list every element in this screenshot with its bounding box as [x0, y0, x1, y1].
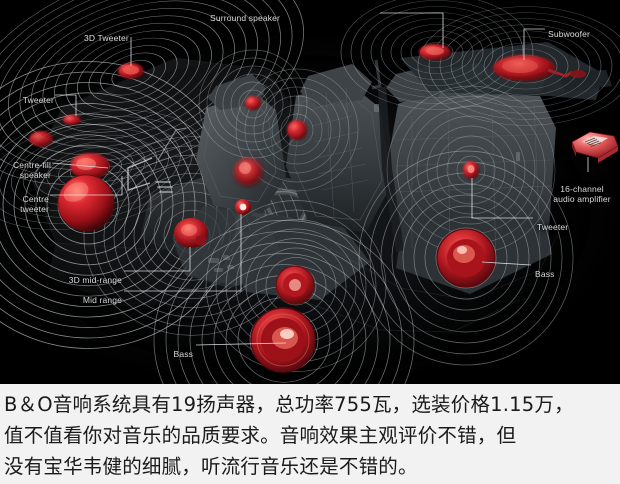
- speaker-mid-range: [235, 199, 251, 215]
- amplifier-module: [571, 131, 619, 163]
- speaker-group: [29, 44, 586, 373]
- leader-tweeter-rear: [471, 178, 533, 219]
- car-audio-diagram: Surround speaker Subwoofer 3D Tweeter Tw…: [0, 0, 620, 384]
- callout-centre-fill-speaker-label: Centre-fill speaker: [12, 160, 51, 180]
- leader-tweeter-left: [55, 94, 77, 116]
- callout-3d-tweeter: 3D Tweeter: [84, 23, 129, 43]
- leader-centre-tweeter: [50, 176, 123, 196]
- speaker-centre-tweeter: [57, 174, 115, 232]
- callout-bass-rear-label: Bass: [535, 269, 555, 279]
- callout-centre-tweeter: Centre tweeter: [0, 184, 49, 214]
- leader-mid-range: [124, 214, 242, 292]
- caption-block: B＆O音响系统具有19扬声器，总功率755瓦，选装价格1.15万， 值不值看你对…: [0, 384, 620, 484]
- front-seats: [172, 64, 392, 300]
- callout-3d-mid-range-label: 3D mid-range: [68, 275, 122, 285]
- callout-bass-front: Bass: [160, 339, 193, 359]
- speaker-3d-tweeter: [118, 63, 144, 79]
- diagram-svg: [0, 0, 620, 384]
- speaker-bass-front: [250, 307, 316, 373]
- callout-3d-tweeter-label: 3D Tweeter: [84, 33, 129, 43]
- speaker-bass-door: [275, 265, 315, 305]
- speaker-door-front-mid: [234, 158, 262, 186]
- leader-subwoofer: [523, 28, 545, 60]
- caption-line-1: B＆O音响系统具有19扬声器，总功率755瓦，选装价格1.15万，: [4, 393, 574, 416]
- leader-bass-front: [195, 342, 287, 346]
- callout-surround-speaker: Surround speaker: [208, 3, 280, 23]
- callout-mid-range-label: Mid range: [82, 295, 122, 305]
- callout-tweeter-rear: Tweeter: [537, 212, 568, 232]
- leader-bass-rear: [481, 261, 532, 266]
- callout-centre-fill-speaker: Centre-fill speaker: [0, 150, 51, 180]
- callout-tweeter-rear-label: Tweeter: [537, 222, 569, 232]
- speaker-3d-mid-range: [174, 218, 208, 248]
- caption-line-2: 值不值看你对音乐的品质要求。音响效果主观评价不错，但: [4, 424, 517, 447]
- speaker-dash-tweeter: [245, 96, 261, 110]
- callout-3d-mid-range: 3D mid-range: [54, 265, 122, 285]
- speaker-surround: [419, 44, 451, 60]
- speaker-tweeter-rear: [463, 161, 479, 179]
- leader-centre-fill-speaker: [51, 162, 109, 169]
- speaker-door-left-mid: [29, 131, 53, 147]
- callout-audio-amplifier: 16-channel audio amplifier: [546, 174, 618, 204]
- speaker-tweeter-left: [63, 115, 81, 125]
- callout-bass-front-label: Bass: [173, 349, 193, 359]
- callout-audio-amplifier-label: 16-channel audio amplifier: [553, 184, 611, 204]
- leader-3d-mid-range: [124, 247, 191, 272]
- speaker-pillar: [287, 120, 307, 140]
- caption-line-3: 没有宝华韦健的细腻，听流行音乐还是不错的。: [4, 455, 418, 478]
- callout-tweeter-left-label: Tweeter: [22, 95, 54, 105]
- speaker-bass-rear: [436, 228, 496, 288]
- callout-mid-range: Mid range: [60, 285, 122, 305]
- speaker-subwoofer: [493, 55, 586, 81]
- callout-bass-rear: Bass: [535, 259, 555, 279]
- leader-lines: [50, 12, 589, 346]
- leader-surround-speaker: [380, 12, 444, 48]
- callout-tweeter-left: Tweeter: [0, 85, 54, 105]
- callout-surround-speaker-label: Surround speaker: [210, 13, 280, 23]
- callout-centre-tweeter-label: Centre tweeter: [20, 194, 49, 214]
- callout-subwoofer-label: Subwoofer: [548, 29, 590, 39]
- callout-subwoofer: Subwoofer: [548, 19, 590, 39]
